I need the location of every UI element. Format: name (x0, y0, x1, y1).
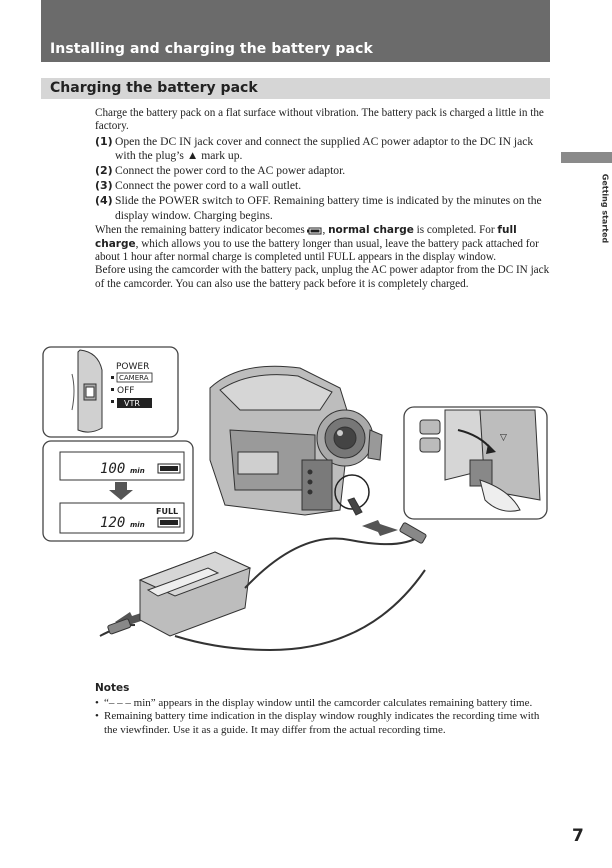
normal-charge-term: normal charge (328, 224, 414, 237)
power-switch-panel: POWER CAMERA OFF VTR (42, 346, 179, 438)
switch-title: POWER (116, 362, 149, 372)
subsection-title: Charging the battery pack (50, 80, 258, 96)
svg-text:▽: ▽ (500, 433, 507, 443)
side-tab-marker (561, 152, 612, 163)
steps-list: (1)Open the DC IN jack cover and connect… (95, 135, 550, 224)
step-number: (3) (95, 178, 113, 192)
notes-title: Notes (95, 682, 130, 694)
switch-option-off: OFF (117, 386, 134, 396)
charge-text-mid: is completed. For (413, 224, 498, 237)
unplug-paragraph: Before using the camcorder with the batt… (95, 264, 550, 290)
section-banner: Installing and charging the battery pack (41, 0, 550, 62)
step-item: (1)Open the DC IN jack cover and connect… (95, 135, 550, 165)
notes-list: “– – – min” appears in the display windo… (95, 697, 550, 738)
display-unit-1: min (130, 467, 145, 475)
battery-indicator-icon (307, 227, 322, 235)
side-label: Getting started (600, 173, 610, 244)
display-window-panel: 100 min FULL 120 min (42, 440, 194, 542)
step-item: (4)Slide the POWER switch to OFF. Remain… (95, 194, 550, 224)
dc-in-detail-inset: ▽ (403, 406, 548, 520)
full-charge-term: full charge (95, 224, 517, 250)
notes-section: Notes “– – – min” appears in the display… (95, 682, 550, 737)
step-number: (4) (95, 193, 113, 207)
charge-paragraph: When the remaining battery indicator bec… (95, 224, 550, 264)
step-text: Open the DC IN jack cover and connect th… (115, 134, 534, 163)
switch-option-camera: CAMERA (119, 374, 149, 382)
ac-adaptor-drawing (99, 522, 427, 652)
full-label: FULL (156, 507, 178, 516)
note-item: Remaining battery time indication in the… (95, 710, 550, 737)
step-item: (2)Connect the power cord to the AC powe… (95, 164, 550, 179)
note-item: “– – – min” appears in the display windo… (95, 697, 550, 711)
camcorder-drawing (209, 365, 383, 516)
page-number: 7 (572, 826, 584, 846)
charge-text-post: , which allows you to use the battery lo… (95, 237, 539, 263)
step-text: Connect the power cord to the AC power a… (115, 164, 346, 178)
section-title: Installing and charging the battery pack (50, 41, 373, 57)
charge-text-sep: , (322, 224, 329, 237)
body-text: Charge the battery pack on a flat surfac… (95, 107, 550, 291)
step-item: (3)Connect the power cord to a wall outl… (95, 179, 550, 194)
charge-text-pre: When the remaining battery indicator bec… (95, 224, 308, 237)
intro-paragraph: Charge the battery pack on a flat surfac… (95, 107, 544, 133)
subsection-header: Charging the battery pack (41, 78, 550, 99)
step-text: Connect the power cord to a wall outlet. (115, 178, 302, 192)
step-number: (2) (95, 164, 113, 178)
charging-illustration: POWER CAMERA OFF VTR 100 min FULL 120 mi… (42, 346, 548, 652)
display-unit-2: min (130, 521, 145, 529)
step-text: Slide the POWER switch to OFF. Remaining… (115, 193, 542, 222)
display-value-2: 120 (100, 515, 125, 531)
switch-option-vtr: VTR (124, 399, 140, 408)
display-value-1: 100 (100, 461, 125, 477)
step-number: (1) (95, 134, 113, 148)
